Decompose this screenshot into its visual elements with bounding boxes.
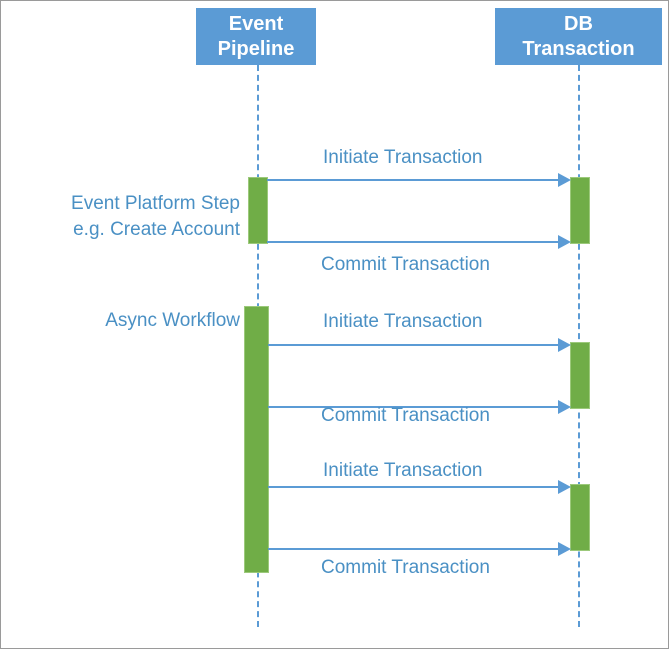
- message-line-5: [268, 486, 566, 488]
- annotation-event-platform-step-line1: Event Platform Step: [71, 193, 240, 214]
- arrowhead-right-icon-2: [558, 235, 571, 249]
- message-line-4: [268, 406, 566, 408]
- activation-db-transaction-2: [570, 342, 590, 409]
- arrowhead-right-icon-6: [558, 542, 571, 556]
- annotation-event-platform-step: Event Platform Step e.g. Create Account: [15, 191, 240, 243]
- arrowhead-right-icon-1: [558, 173, 571, 187]
- message-label-2: Commit Transaction: [321, 254, 490, 275]
- arrowhead-right-icon-4: [558, 400, 571, 414]
- participant-db-transaction-line1: DB: [564, 12, 593, 35]
- activation-event-pipeline-2: [244, 306, 269, 573]
- arrowhead-right-icon-5: [558, 480, 571, 494]
- message-line-2: [267, 241, 566, 243]
- message-label-3: Initiate Transaction: [323, 311, 483, 332]
- annotation-event-platform-step-line2: e.g. Create Account: [73, 219, 240, 240]
- participant-event-pipeline-line1: Event: [228, 12, 284, 35]
- activation-db-transaction-3: [570, 484, 590, 551]
- message-label-6: Commit Transaction: [321, 557, 490, 578]
- participant-db-transaction[interactable]: DB Transaction: [495, 8, 662, 65]
- message-label-1: Initiate Transaction: [323, 147, 483, 168]
- participant-event-pipeline-line2: Pipeline: [217, 37, 295, 60]
- participant-db-transaction-line2: Transaction: [522, 37, 635, 60]
- arrowhead-right-icon-3: [558, 338, 571, 352]
- message-line-1: [267, 179, 566, 181]
- activation-db-transaction-1: [570, 177, 590, 244]
- annotation-async-workflow-line1: Async Workflow: [105, 310, 240, 331]
- activation-event-pipeline-1: [248, 177, 268, 244]
- annotation-async-workflow: Async Workflow: [15, 308, 240, 334]
- message-line-3: [268, 344, 566, 346]
- message-line-6: [268, 548, 566, 550]
- message-label-5: Initiate Transaction: [323, 460, 483, 481]
- participant-event-pipeline[interactable]: Event Pipeline: [196, 8, 316, 65]
- message-label-4: Commit Transaction: [321, 405, 490, 426]
